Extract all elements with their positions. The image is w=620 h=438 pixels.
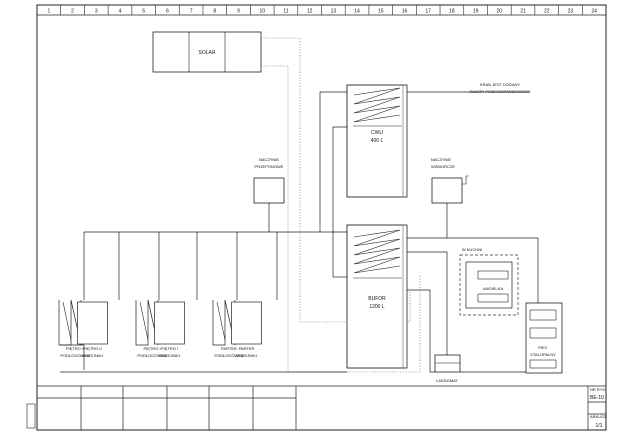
ruler-column-label: 7 [190, 9, 193, 15]
collecting-vessel-line-1: NACZYNIE [431, 157, 452, 162]
ruler-column-label: 13 [331, 9, 337, 15]
radiator [77, 301, 108, 345]
ruler-column-label: 11 [283, 9, 288, 15]
circuit-label-line-2: PODŁOGÓWKA [60, 353, 90, 358]
title-block [26, 385, 606, 430]
circuit-label-line-1: PIĘTRO I [143, 346, 160, 351]
collecting-vessel-line-2: WZBIORCZE [431, 164, 455, 169]
expansion-vessel-line-1: NACZYNIE [259, 157, 280, 162]
title-header: NR RYS. [590, 387, 606, 392]
ruler-column-label: 6 [166, 9, 169, 15]
ruler-column-label: 19 [473, 9, 479, 15]
expansion-vessel-line-2: PRZEPONOWE [255, 164, 284, 169]
floor-heating-zigzag [216, 301, 226, 341]
ruler-column-label: 15 [378, 9, 384, 15]
heating-circuit: PIĘTRO I GRZEJNIKI [154, 301, 185, 358]
solid-fuel-furnace: PIEC STALOPALNY [525, 302, 563, 374]
ruler-column-label: 16 [402, 9, 408, 15]
ruler-column-label: 3 [95, 9, 98, 15]
cwu-tank: CWU 400 L [346, 84, 408, 198]
circuit-label-line-1: PIĘTRO II [83, 346, 101, 351]
ruler-column-label: 22 [544, 9, 550, 15]
sheet-number: 1/1 [596, 423, 603, 429]
radiator [231, 301, 262, 345]
circuit-label-line-2: PODŁOGÓWKA [214, 353, 244, 358]
circuit-label-line-2: GRZEJNIKI [236, 353, 257, 358]
circuit-label-line-2: PODŁOGÓWKA [137, 353, 167, 358]
ruler-column-label: 8 [213, 9, 216, 15]
radiator [154, 301, 185, 345]
buffer-tank: BUFOR 1200 L [346, 224, 408, 369]
circuit-label-line-1: PARTER [239, 346, 255, 351]
solar-panel: SOLAR [152, 31, 262, 73]
circuit-label-line-1: PIĘTRO I [161, 346, 178, 351]
buffer-name: BUFOR [368, 296, 386, 302]
cwu-heating-coil [353, 87, 401, 123]
ruler-column-label: 20 [497, 9, 503, 15]
expansion-vessel: NACZYNIE PRZEPONOWE [253, 157, 285, 204]
buffer-heating-coil [353, 229, 401, 274]
circuit-label-line-1: PARTER [221, 346, 237, 351]
kitchen-stove: W KUCHNI ANGIELKA [459, 247, 519, 316]
collecting-vessel: NACZYNIE WZBIORCZE [431, 157, 469, 204]
floor-heating-zigzag [62, 301, 72, 341]
heating-circuit: PIĘTRO II GRZEJNIKI [77, 301, 108, 358]
ruler-column-label: 12 [307, 9, 313, 15]
furnace-line-1: PIEC [538, 345, 547, 350]
sheet-label: ARKUSZ [590, 414, 607, 419]
circuit-label-line-2: GRZEJNIKI [82, 353, 103, 358]
sheet-border [36, 4, 607, 431]
ruler-column-label: 23 [568, 9, 574, 15]
floor-heating-zigzag [139, 301, 149, 341]
ruler-column-label: 5 [142, 9, 145, 15]
ruler-column-label: 24 [591, 9, 597, 15]
ruler-column-label: 14 [354, 9, 360, 15]
ruler-column-label: 9 [237, 9, 240, 15]
circuit-label-line-2: GRZEJNIKI [159, 353, 180, 358]
note-line-2: ZAWÓR PRZECIWPARZENIOWY [470, 89, 531, 94]
note-line-1: KRAN JEST DODANY [480, 82, 520, 87]
solar-label: SOLAR [199, 50, 216, 56]
laddomat: LADDOMAT [434, 354, 461, 383]
kitchen-label: W KUCHNI [462, 247, 482, 252]
stove-label: ANGIELKA [483, 286, 503, 291]
ruler-column-label: 18 [449, 9, 455, 15]
circuit-label-line-1: PIĘTRO II [66, 346, 84, 351]
furnace-line-2: STALOPALNY [530, 352, 556, 357]
laddomat-label: LADDOMAT [436, 378, 458, 383]
ruler-column-label: 21 [520, 9, 526, 15]
ruler-column-label: 4 [119, 9, 122, 15]
heating-circuit: PARTER GRZEJNIKI [231, 301, 262, 358]
cwu-volume: 400 L [371, 138, 384, 144]
ruler-column-label: 2 [71, 9, 74, 15]
hydraulic-piping [60, 91, 539, 373]
ruler-column-label: 1 [47, 9, 50, 15]
cwu-name: CWU [371, 130, 383, 136]
buffer-volume: 1200 L [369, 304, 385, 310]
ruler-column-label: 17 [425, 9, 431, 15]
drawing-number: BE-10 [590, 395, 604, 401]
ruler-column-label: 10 [259, 9, 265, 15]
